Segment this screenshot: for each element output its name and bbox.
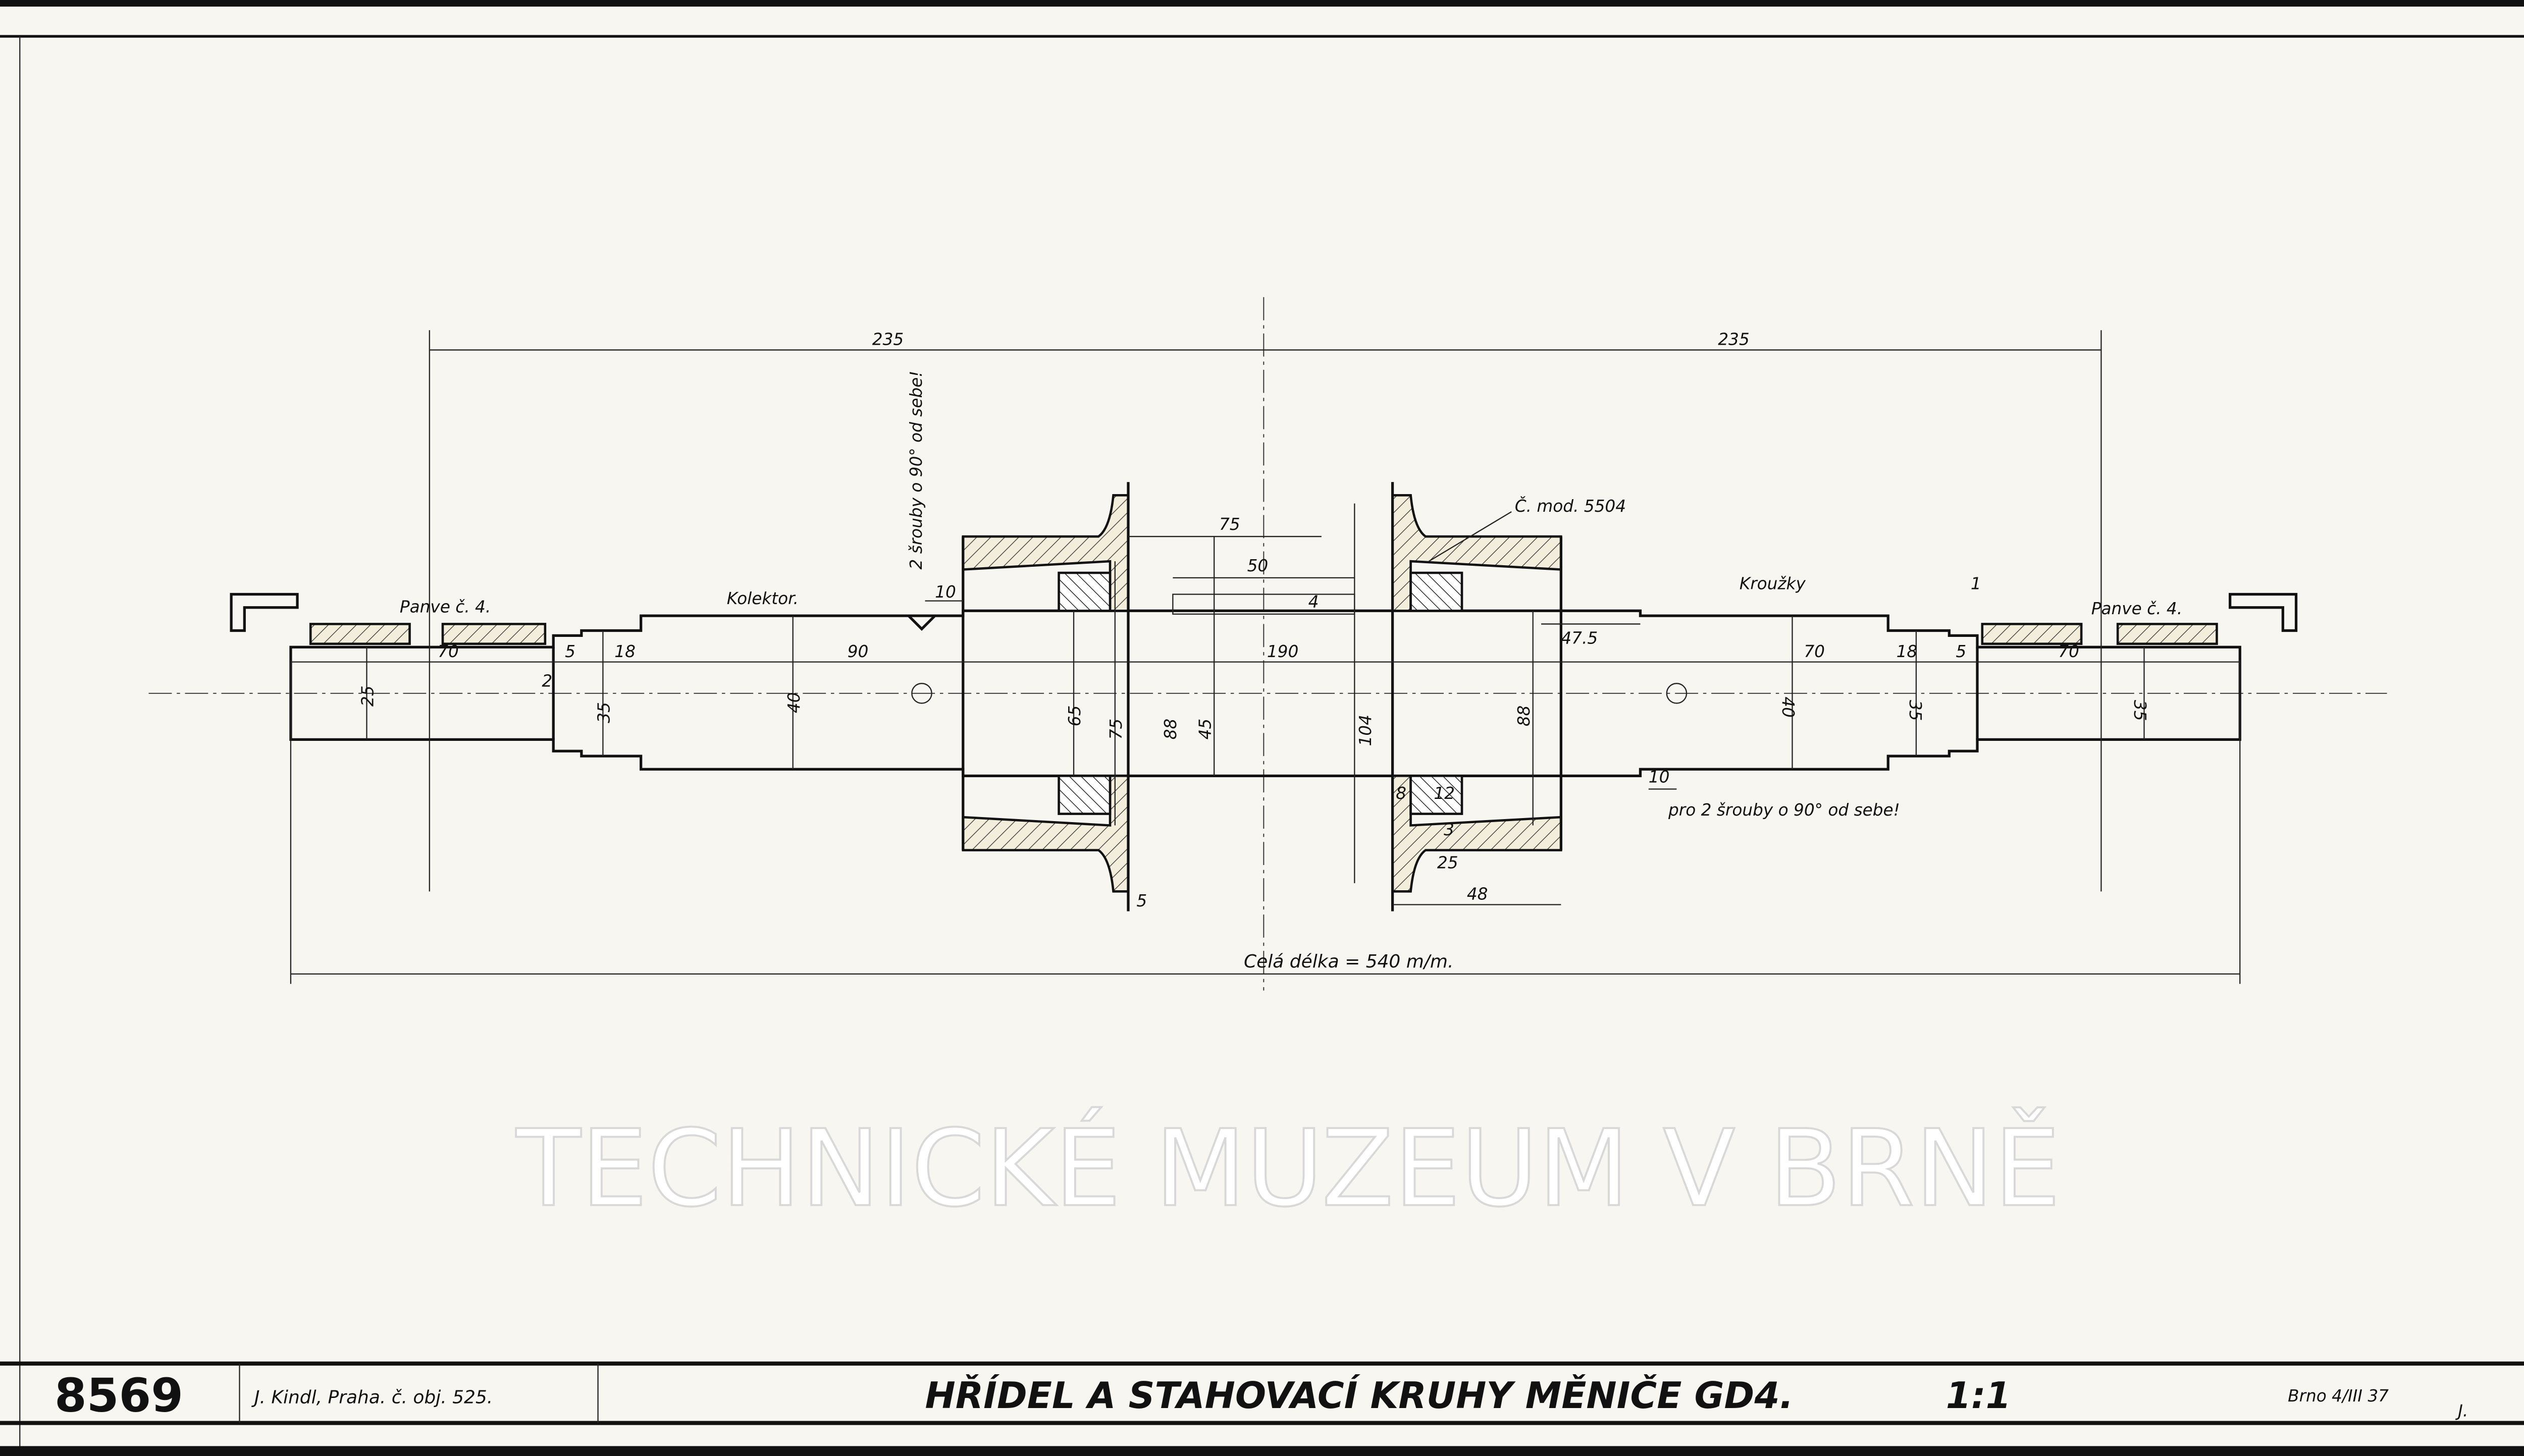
dim-70-mid: 70	[1804, 642, 1825, 661]
dim-8: 8	[1396, 784, 1406, 803]
bearing-right	[1981, 592, 2298, 645]
dim-48: 48	[1467, 885, 1488, 904]
drawing-number: 8569	[55, 1369, 183, 1423]
title-block: 8569 J. Kindl, Praha. č. obj. 525. HŘÍDE…	[0, 1361, 2524, 1425]
dim-104: 104	[1356, 715, 1375, 746]
dimension-labels: 235 235 70 25 2 5 35 18 40 90 10 65 75 8…	[358, 330, 2149, 910]
watermark: TECHNICKÉ MUZEUM V BRNĚ	[516, 1107, 2061, 1230]
initials: J.	[2455, 1401, 2468, 1421]
place-date: Brno 4/III 37	[2288, 1386, 2389, 1406]
dim-65: 65	[1065, 706, 1084, 727]
dim-3: 3	[1444, 820, 1454, 839]
dim-90: 90	[848, 642, 869, 661]
label-model-number: Č. mod. 5504	[1515, 496, 1626, 516]
label-panve-right: Panve č. 4.	[2091, 599, 2182, 618]
dim-190: 190	[1267, 642, 1298, 661]
dim-75-horizontal: 75	[1219, 515, 1240, 534]
label-panve-left: Panve č. 4.	[400, 598, 491, 617]
dim-88-right: 88	[1514, 706, 1534, 727]
note-screws-right: pro 2 šrouby o 90° od sebe!	[1668, 800, 1900, 820]
dim-25-small: 25	[1437, 853, 1458, 873]
dim-4: 4	[1308, 592, 1319, 612]
dim-5-left: 5	[565, 642, 575, 661]
dim-25-left: 25	[358, 685, 378, 707]
note-screws-left: 2 šrouby o 90° od sebe!	[907, 371, 926, 570]
dim-50: 50	[1247, 556, 1269, 575]
dim-5-small: 5	[1136, 891, 1147, 910]
dim-47-5: 47.5	[1561, 629, 1598, 648]
annotations: Panve č. 4. Panve č. 4. Kolektor. Kroužk…	[400, 371, 2182, 972]
dim-12: 12	[1434, 784, 1455, 803]
bearing-left	[230, 592, 547, 645]
dim-35-right: 35	[1906, 700, 1925, 721]
dimension-lines	[290, 330, 2241, 984]
dim-2: 2	[542, 672, 552, 691]
dim-235-right: 235	[1718, 330, 1749, 349]
label-total-length: Celá délka = 540 m/m.	[1244, 951, 1453, 972]
drawing-title: HŘÍDEL A STAHOVACÍ KRUHY MĚNIČE GD4.	[925, 1374, 1794, 1417]
dim-5-right: 5	[1956, 642, 1966, 661]
dim-40-left: 40	[784, 692, 804, 713]
dim-75-vertical: 75	[1107, 719, 1126, 740]
dim-235-left: 235	[872, 330, 904, 349]
clamping-ring-left	[962, 482, 1130, 911]
dim-10-left: 10	[935, 582, 956, 602]
dim-1: 1	[1971, 574, 1981, 594]
dim-88-left: 88	[1161, 719, 1180, 740]
author-order: J. Kindl, Praha. č. obj. 525.	[251, 1387, 493, 1408]
dim-10-right: 10	[1649, 767, 1670, 786]
dim-45: 45	[1196, 719, 1215, 740]
dim-18-right: 18	[1897, 642, 1918, 661]
dim-40-right: 40	[1778, 696, 1798, 718]
dim-70-left: 70	[438, 642, 459, 661]
label-kolektor: Kolektor.	[727, 589, 799, 608]
dim-70-right: 70	[2058, 642, 2079, 661]
dim-35-left: 35	[594, 702, 613, 723]
label-krouzky: Kroužky	[1740, 574, 1806, 594]
dim-18-left: 18	[614, 642, 636, 661]
clamping-ring-right	[1391, 482, 1562, 911]
dim-35-end: 35	[2130, 700, 2149, 721]
drawing-scale: 1:1	[1946, 1374, 2011, 1417]
